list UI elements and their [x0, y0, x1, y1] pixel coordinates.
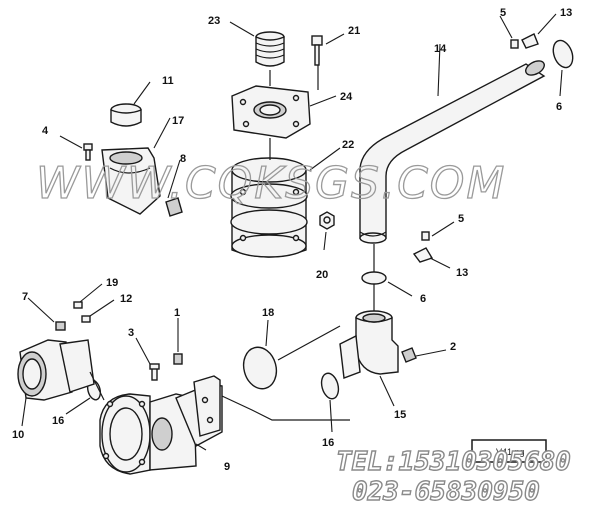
callout-5-lower: 5 — [458, 213, 464, 225]
part-8-plug — [165, 197, 183, 217]
part-5-bolt-lower — [421, 231, 430, 241]
part-15-elbow-outlet — [339, 310, 399, 379]
part-13-clip-upper — [521, 33, 539, 49]
part-1-fitting — [173, 353, 183, 365]
callout-6-lower: 6 — [420, 293, 426, 305]
leader-lines — [21, 13, 563, 451]
contact-tel: TEL:15310305680 — [336, 447, 571, 477]
part-2-plug — [401, 347, 417, 363]
part-22-bellows — [230, 157, 308, 258]
callout-4: 4 — [42, 125, 49, 137]
callout-7: 7 — [22, 291, 28, 303]
callout-14: 14 — [434, 43, 447, 55]
callout-1: 1 — [174, 307, 180, 319]
callout-11: 11 — [162, 75, 174, 87]
part-19-bolt — [73, 301, 83, 309]
callout-20: 20 — [316, 269, 328, 281]
part-3-bolt — [149, 363, 160, 381]
callout-2: 2 — [450, 341, 456, 353]
callout-3: 3 — [128, 327, 134, 339]
part-20-hex-nut — [319, 211, 335, 230]
part-16-gasket-right — [320, 372, 340, 400]
callout-16-right: 16 — [322, 437, 334, 449]
callout-labels: 23 21 24 11 17 4 8 22 20 14 5 13 6 5 13 … — [12, 7, 572, 473]
part-14-exhaust-pipe — [359, 60, 546, 244]
callout-17: 17 — [172, 115, 184, 127]
part-4-bolt — [83, 143, 93, 161]
callout-9: 9 — [224, 461, 230, 473]
part-6-gasket-upper — [552, 39, 574, 69]
callout-12: 12 — [120, 293, 132, 305]
callout-6-upper: 6 — [556, 101, 562, 113]
part-6-gasket-lower — [361, 271, 387, 285]
part-9-pump-body — [99, 375, 223, 475]
part-24-square-flange — [231, 85, 311, 139]
callout-13-upper: 13 — [560, 7, 572, 19]
callout-23: 23 — [208, 15, 220, 27]
part-5-bolt-upper — [510, 39, 519, 49]
callout-8: 8 — [180, 153, 186, 165]
part-11-ring — [110, 103, 142, 127]
part-7-fitting — [55, 321, 66, 331]
callout-19: 19 — [106, 277, 118, 289]
callout-22: 22 — [342, 139, 354, 151]
callout-15: 15 — [394, 409, 406, 421]
callout-16-left: 16 — [52, 415, 64, 427]
revision-stamp: V41 ng — [471, 439, 547, 463]
part-21-bolt — [311, 35, 323, 66]
callout-13-lower: 13 — [456, 267, 468, 279]
part-13-clip-lower — [412, 247, 434, 263]
contact-phone: 023-65830950 — [352, 477, 540, 507]
callout-5-upper: 5 — [500, 7, 506, 19]
part-23-threaded-cylinder — [255, 31, 285, 67]
callout-21: 21 — [348, 25, 360, 37]
part-17-elbow-housing — [101, 147, 161, 215]
part-18-gasket — [242, 346, 278, 390]
callout-10: 10 — [12, 429, 24, 441]
stamp-text: V41 ng — [496, 447, 525, 457]
callout-18: 18 — [262, 307, 274, 319]
part-10-elbow-inlet — [17, 339, 95, 401]
part-12-washer — [81, 315, 91, 323]
watermark-text: WWW.CQKSGS.COM — [36, 158, 506, 209]
callout-24: 24 — [340, 91, 353, 103]
assembly-lines — [89, 65, 375, 421]
